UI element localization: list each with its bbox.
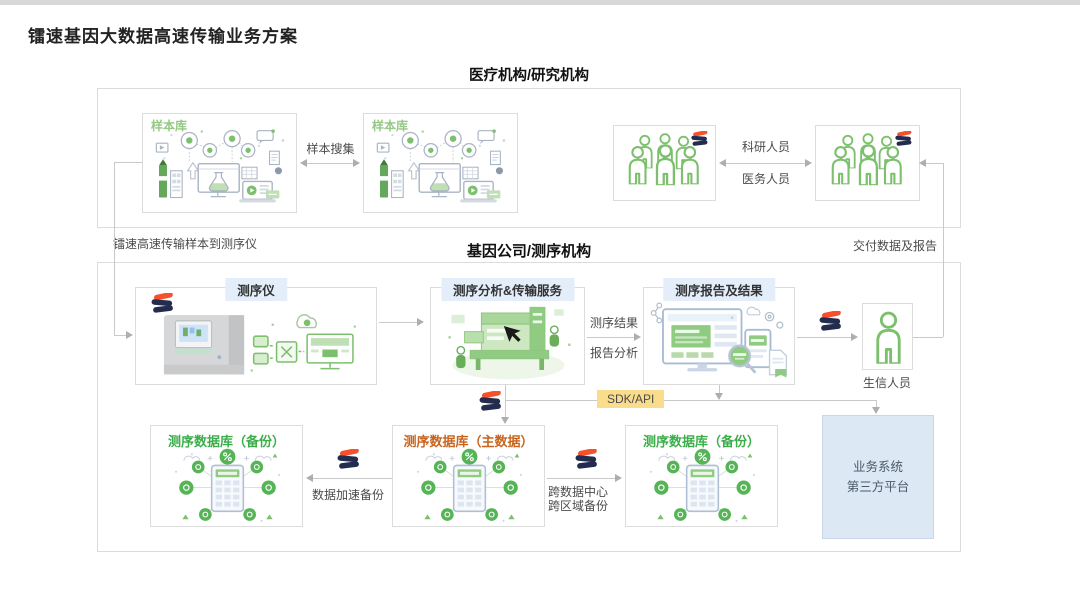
- sequencer-illustration: [144, 298, 370, 382]
- deliver-reports-label: 交付数据及报告: [853, 239, 938, 253]
- analysis-service-node: 测序分析&传输服务: [430, 278, 585, 385]
- person-icon: [873, 311, 904, 364]
- medical-staff-label: 医务人员: [741, 172, 790, 186]
- person-return-line: [943, 163, 944, 337]
- report-illustration: [648, 298, 792, 384]
- accel-backup-label: 数据加速备份: [311, 488, 384, 502]
- db-primary-title: 测序数据库（主数据）: [403, 434, 534, 449]
- person-return-line: [926, 163, 943, 164]
- database-illustration: [402, 448, 537, 524]
- gene-section-header: 基因公司/测序机构: [466, 243, 592, 260]
- arrow-right-icon: [851, 333, 858, 341]
- sample-collection-label: 样本搜集: [306, 142, 355, 156]
- cross-dc-line: [547, 478, 616, 479]
- analysis-service-tag: 测序分析&传输服务: [440, 278, 575, 301]
- medical-section-header: 医疗机构/研究机构: [468, 68, 590, 84]
- sample-to-seq-line: [114, 335, 127, 336]
- arrow-left-icon: [919, 159, 926, 167]
- seq-to-analysis-line: [379, 322, 418, 323]
- arrow-right-icon: [805, 159, 812, 167]
- db-backup-left-node: 测序数据库（备份）: [150, 425, 303, 527]
- sample-library-right-node: 样本库: [363, 113, 518, 213]
- db-primary-node: 测序数据库（主数据）: [392, 425, 545, 527]
- raysync-logo: [894, 131, 914, 146]
- raysync-logo: [478, 391, 504, 411]
- cross-dc-line2: 跨区域备份: [548, 499, 609, 513]
- research-staff-label: 科研人员: [741, 140, 790, 154]
- sdk-api-badge: SDK/API: [597, 390, 665, 408]
- raysync-logo: [574, 449, 600, 469]
- third-party-label: 第三方平台: [846, 480, 910, 494]
- accel-backup-line: [313, 478, 392, 479]
- arrow-down-icon: [501, 417, 509, 424]
- database-illustration: [160, 448, 295, 524]
- sample-to-seq-line: [114, 162, 115, 335]
- sample-library-illustration: [368, 128, 515, 210]
- sample-library-right-title: 样本库: [372, 119, 409, 133]
- db-backup-left-title: 测序数据库（备份）: [167, 434, 285, 449]
- report-to-person-line: [797, 337, 853, 338]
- sdk-api-line: [876, 400, 877, 409]
- sample-collection-line: [306, 163, 354, 164]
- arrow-right-icon: [126, 331, 133, 339]
- analysis-down-line: [505, 385, 506, 418]
- research-staff-node: [613, 125, 716, 201]
- analysis-to-report-line: [587, 337, 635, 338]
- cross-dc-line1: 跨数据中心: [548, 485, 609, 499]
- cross-dc-label: 跨数据中心 跨区域备份: [548, 485, 608, 513]
- seq-result-label: 测序结果: [589, 316, 638, 330]
- raysync-logo: [690, 131, 710, 146]
- page-title: 镭速基因大数据高速传输业务方案: [28, 27, 298, 46]
- report-down-line: [719, 385, 720, 396]
- db-backup-right-title: 测序数据库（备份）: [642, 434, 760, 449]
- analysis-illustration: [435, 298, 582, 384]
- arrow-right-icon: [634, 333, 641, 341]
- raysync-logo: [336, 449, 362, 469]
- db-backup-right-node: 测序数据库（备份）: [625, 425, 778, 527]
- business-system-label: 业务系统: [852, 460, 903, 474]
- top-divider: [0, 0, 1080, 5]
- database-illustration: [635, 448, 770, 524]
- medical-staff-node: [815, 125, 920, 201]
- report-results-tag: 测序报告及结果: [663, 278, 775, 301]
- report-analysis-label: 报告分析: [589, 346, 638, 360]
- business-platform-node: 业务系统 第三方平台: [822, 415, 934, 539]
- sequencer-tag: 测序仪: [225, 278, 287, 301]
- arrow-right-icon: [353, 159, 360, 167]
- arrow-down-icon: [715, 393, 723, 400]
- raysync-logo: [818, 311, 844, 331]
- sample-library-illustration: [147, 128, 294, 210]
- to-sequencer-label: 镭速高速传输样本到测序仪: [113, 237, 258, 251]
- sdk-api-line: [505, 400, 876, 401]
- arrow-left-icon: [306, 474, 313, 482]
- sequencer-node: 测序仪: [135, 278, 377, 385]
- arrow-right-icon: [417, 318, 424, 326]
- arrow-left-icon: [300, 159, 307, 167]
- sample-library-left-title: 样本库: [151, 119, 188, 133]
- bioinfo-staff-node: [862, 303, 913, 370]
- sample-to-seq-line: [114, 162, 142, 163]
- arrow-right-icon: [615, 474, 622, 482]
- sample-library-left-node: 样本库: [142, 113, 297, 213]
- report-results-node: 测序报告及结果: [643, 278, 795, 385]
- bioinfo-staff-label: 生信人员: [862, 376, 911, 390]
- staff-line: [725, 163, 807, 164]
- person-return-line: [913, 337, 943, 338]
- arrow-down-icon: [872, 407, 880, 414]
- arrow-left-icon: [719, 159, 726, 167]
